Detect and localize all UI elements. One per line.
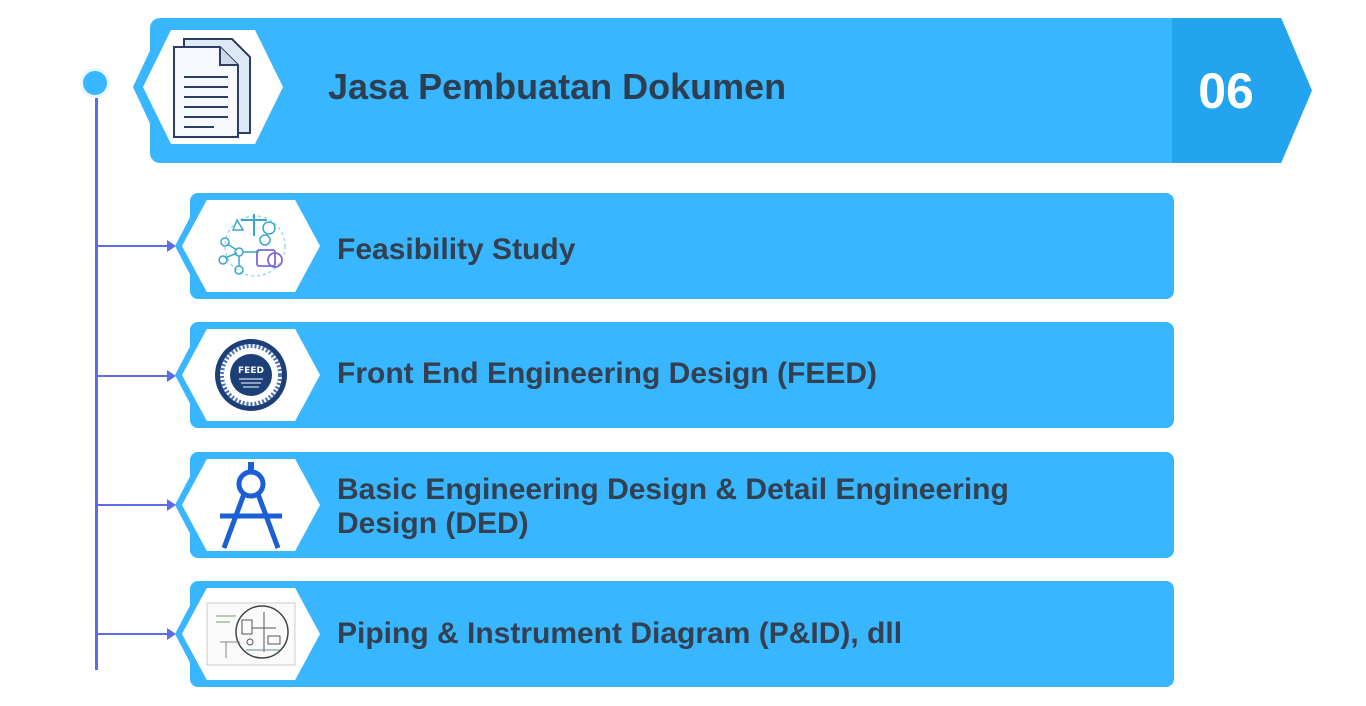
header-title: Jasa Pembuatan Dokumen: [328, 66, 787, 107]
item-label-feasibility: Feasibility Study: [337, 233, 576, 266]
item-bar-basic-engineering: [190, 452, 1174, 558]
section-number: 06: [1198, 62, 1254, 119]
header-number-box: [1172, 18, 1312, 163]
connector-arrow: [98, 628, 176, 640]
document-icon: [173, 38, 251, 138]
connector-arrow: [98, 499, 176, 511]
feasibility-icon: [218, 214, 286, 277]
pid-diagram-icon: [206, 602, 296, 666]
item-label-basic-engineering: Basic Engineering Design & Detail Engine…: [337, 473, 1009, 540]
item-label-feed: Front End Engineering Design (FEED): [337, 357, 877, 390]
item-bar-feasibility: [190, 193, 1174, 299]
header-hexagon: [143, 30, 283, 144]
connector-arrow: [98, 370, 176, 382]
drafting-compass-icon: [220, 462, 282, 549]
timeline-line: [95, 98, 98, 670]
feed-badge-icon: FEED: [215, 339, 287, 411]
item-label-pid: Piping & Instrument Diagram (P&ID), dll: [337, 617, 903, 650]
header-bar: [150, 18, 1180, 163]
item-bar-pid: [190, 581, 1174, 687]
timeline-dot: [80, 68, 110, 98]
item-bar-feed: [190, 322, 1174, 428]
connector-arrow: [98, 240, 176, 252]
svg-text:FEED: FEED: [238, 366, 264, 376]
item-hexagon: [182, 200, 320, 292]
item-hexagon: FEED: [182, 329, 320, 421]
item-hexagon: [182, 459, 320, 551]
item-hexagon: [182, 588, 320, 680]
